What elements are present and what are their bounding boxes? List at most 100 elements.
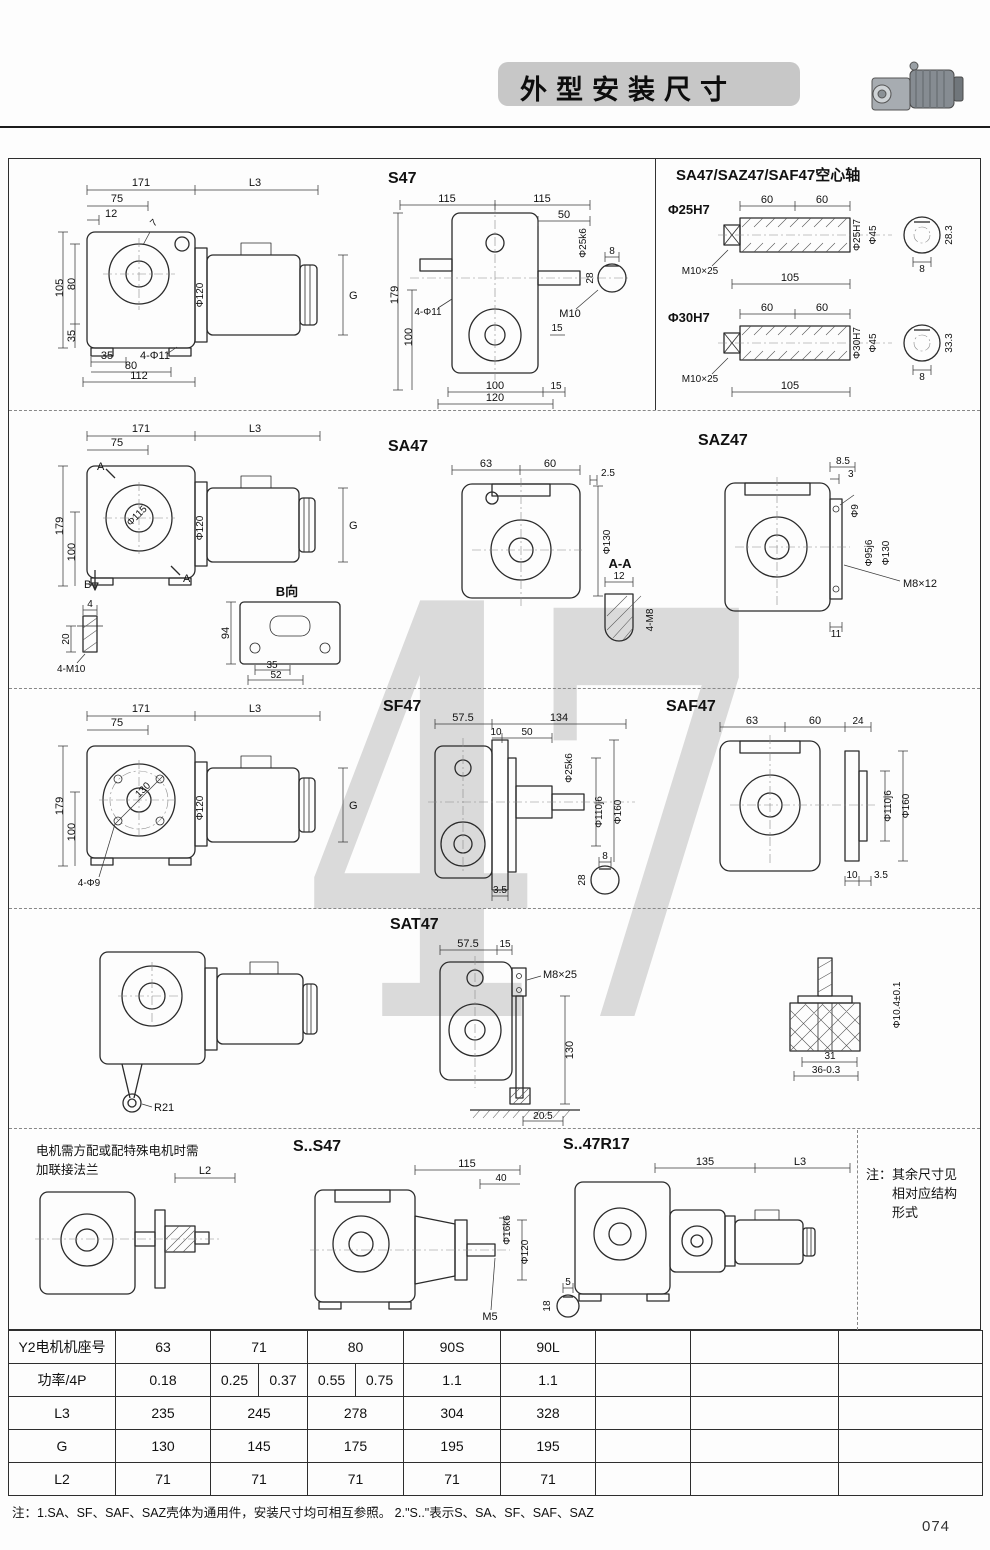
dim-label: 105 <box>781 272 799 284</box>
sf47-side-view-drawing: 171 75 L3 130 Φ120 179 100 G 4-Φ9 <box>54 700 385 905</box>
header-rule <box>0 126 990 128</box>
table-cell-empty <box>595 1396 692 1430</box>
table-row-g: G 130 145 175 195 195 <box>8 1429 984 1463</box>
dimension-set: 171 75 12 L3 105 80 35 Φ120 G 7 35 4-Φ11… <box>54 177 358 387</box>
dim-label: 10 <box>490 727 502 738</box>
table-cell: 71 <box>209 1330 309 1364</box>
table-cell-empty <box>838 1429 984 1463</box>
table-cell: 0.75 <box>355 1363 405 1397</box>
table-cell-empty <box>690 1363 840 1397</box>
dim-label: 8.5 <box>836 456 850 467</box>
dim-label: 15 <box>550 381 562 392</box>
table-cell: 90S <box>403 1330 502 1364</box>
dim-label: 5 <box>565 1277 571 1288</box>
table-cell: 80 <box>307 1330 405 1364</box>
flange-note-line1: 电机需方配或配特殊电机时需 <box>36 1144 199 1158</box>
dim-label: 4-Φ11 <box>140 350 170 362</box>
dim-label: L3 <box>249 177 261 189</box>
s47-front-view-drawing: 115 115 50 Φ25k6 8 28 M10 179 100 4-Φ11 … <box>389 193 640 415</box>
gearbox-outline <box>39 1191 210 1295</box>
table-cell-empty <box>690 1429 840 1463</box>
gearbox-housing <box>86 465 196 586</box>
dim-label: 50 <box>558 209 570 221</box>
drawing-title-saz47: SAZ47 <box>698 432 748 449</box>
sa47-side-view-drawing: 171 75 L3 Φ115 Φ120 179 100 G A A B 4 20… <box>54 420 385 691</box>
dim-label: 171 <box>132 703 150 715</box>
dim-label: 100 <box>66 823 78 841</box>
dimension-set: 135 L3 5 18 <box>542 1156 851 1312</box>
note-line: 注：其余尺寸见 <box>866 1167 958 1182</box>
table-cell: 175 <box>307 1429 405 1463</box>
drawing-title-s47: S47 <box>388 170 417 187</box>
view-b-detail: B向 94 35 52 <box>220 584 341 685</box>
table-row-label: L3 <box>8 1396 116 1430</box>
dim-label: L3 <box>249 703 261 715</box>
dim-label: 75 <box>111 437 123 449</box>
dim-label: 80 <box>66 278 78 290</box>
dim-label: 12 <box>613 571 625 582</box>
dim-label: 12 <box>105 208 117 220</box>
dim-label: 18 <box>542 1300 553 1312</box>
table-cell-empty <box>595 1363 692 1397</box>
section-mark-label: A <box>183 573 191 585</box>
table-cell: 278 <box>307 1396 405 1430</box>
dim-label: Φ120 <box>195 795 206 820</box>
gearbox-outline <box>314 1189 416 1310</box>
gearbox-housing <box>86 745 196 866</box>
s47r17-drawing: 135 L3 5 18 <box>540 1156 858 1335</box>
table-cell: 0.37 <box>257 1363 309 1397</box>
dim-label: 171 <box>132 177 150 189</box>
dim-label: G <box>349 290 358 302</box>
table-cell-empty <box>690 1330 840 1364</box>
motor-outline <box>204 961 318 1051</box>
dim-label: Φ160 <box>901 793 912 818</box>
dim-label: 115 <box>533 193 551 205</box>
watermark-47: 47 <box>300 491 768 1149</box>
dimension-set-b: 60 60 33.3 M10×25 105 Φ30H7 Φ45 8 <box>682 302 955 397</box>
housing-outline <box>419 212 581 374</box>
dim-label: 57.5 <box>452 712 473 724</box>
dim-label: 20.5 <box>533 1111 553 1122</box>
detail-4-m10: 4 20 4-M10 <box>57 599 103 675</box>
r17-unit <box>669 1209 726 1273</box>
table-cell-empty <box>690 1396 840 1430</box>
dim-label: 11 <box>831 629 842 640</box>
dim-label: Φ130 <box>881 540 892 565</box>
sat47-front-view-drawing: 57.5 15 M8×25 130 20.5 <box>415 938 650 1131</box>
dim-label: 28 <box>585 272 596 284</box>
dim-label: 60 <box>809 715 821 727</box>
dim-label: Φ120 <box>195 515 206 540</box>
torque-arm <box>121 1063 143 1113</box>
section-divider <box>9 1128 980 1129</box>
dim-label: Φ45 <box>868 333 879 353</box>
sat47-side-view-drawing: R21 <box>70 930 370 1127</box>
dim-label: 24 <box>852 716 864 727</box>
table-cell: 0.55 <box>307 1363 357 1397</box>
dim-label: 3.5 <box>493 885 507 896</box>
dim-label: Φ10.4±0.1 <box>892 981 903 1028</box>
dim-label: Φ115 <box>125 504 150 529</box>
dim-label: 8 <box>609 246 615 257</box>
dim-label: 20 <box>61 633 72 645</box>
dim-label: 171 <box>132 423 150 435</box>
dim-label: 105 <box>54 279 66 297</box>
dim-label: 33.3 <box>944 333 955 353</box>
dim-label: Φ160 <box>613 799 624 824</box>
shaft-end-view-b <box>903 324 941 362</box>
drawing-title-ss47: S..S47 <box>293 1138 342 1155</box>
drawing-title-hollow-shaft: SA47/SAZ47/SAF47空心轴 <box>676 167 861 184</box>
dim-label: M8×12 <box>903 578 937 590</box>
view-label: B向 <box>276 584 298 599</box>
table-row-label: L2 <box>8 1462 116 1496</box>
dim-label: 4-Φ11 <box>414 307 442 318</box>
dimension-set: R21 <box>141 1102 174 1114</box>
dimension-set: 63 60 24 Φ110j6 Φ160 10 3.5 <box>719 715 912 886</box>
section-mark-label: A <box>97 461 105 473</box>
dim-label: M10 <box>559 308 580 320</box>
dim-label: 75 <box>111 193 123 205</box>
table-cell: 145 <box>209 1429 309 1463</box>
dim-label: R21 <box>154 1102 174 1114</box>
dim-label: Φ25H7 <box>852 219 863 251</box>
dim-label: Φ25k6 <box>564 753 575 783</box>
